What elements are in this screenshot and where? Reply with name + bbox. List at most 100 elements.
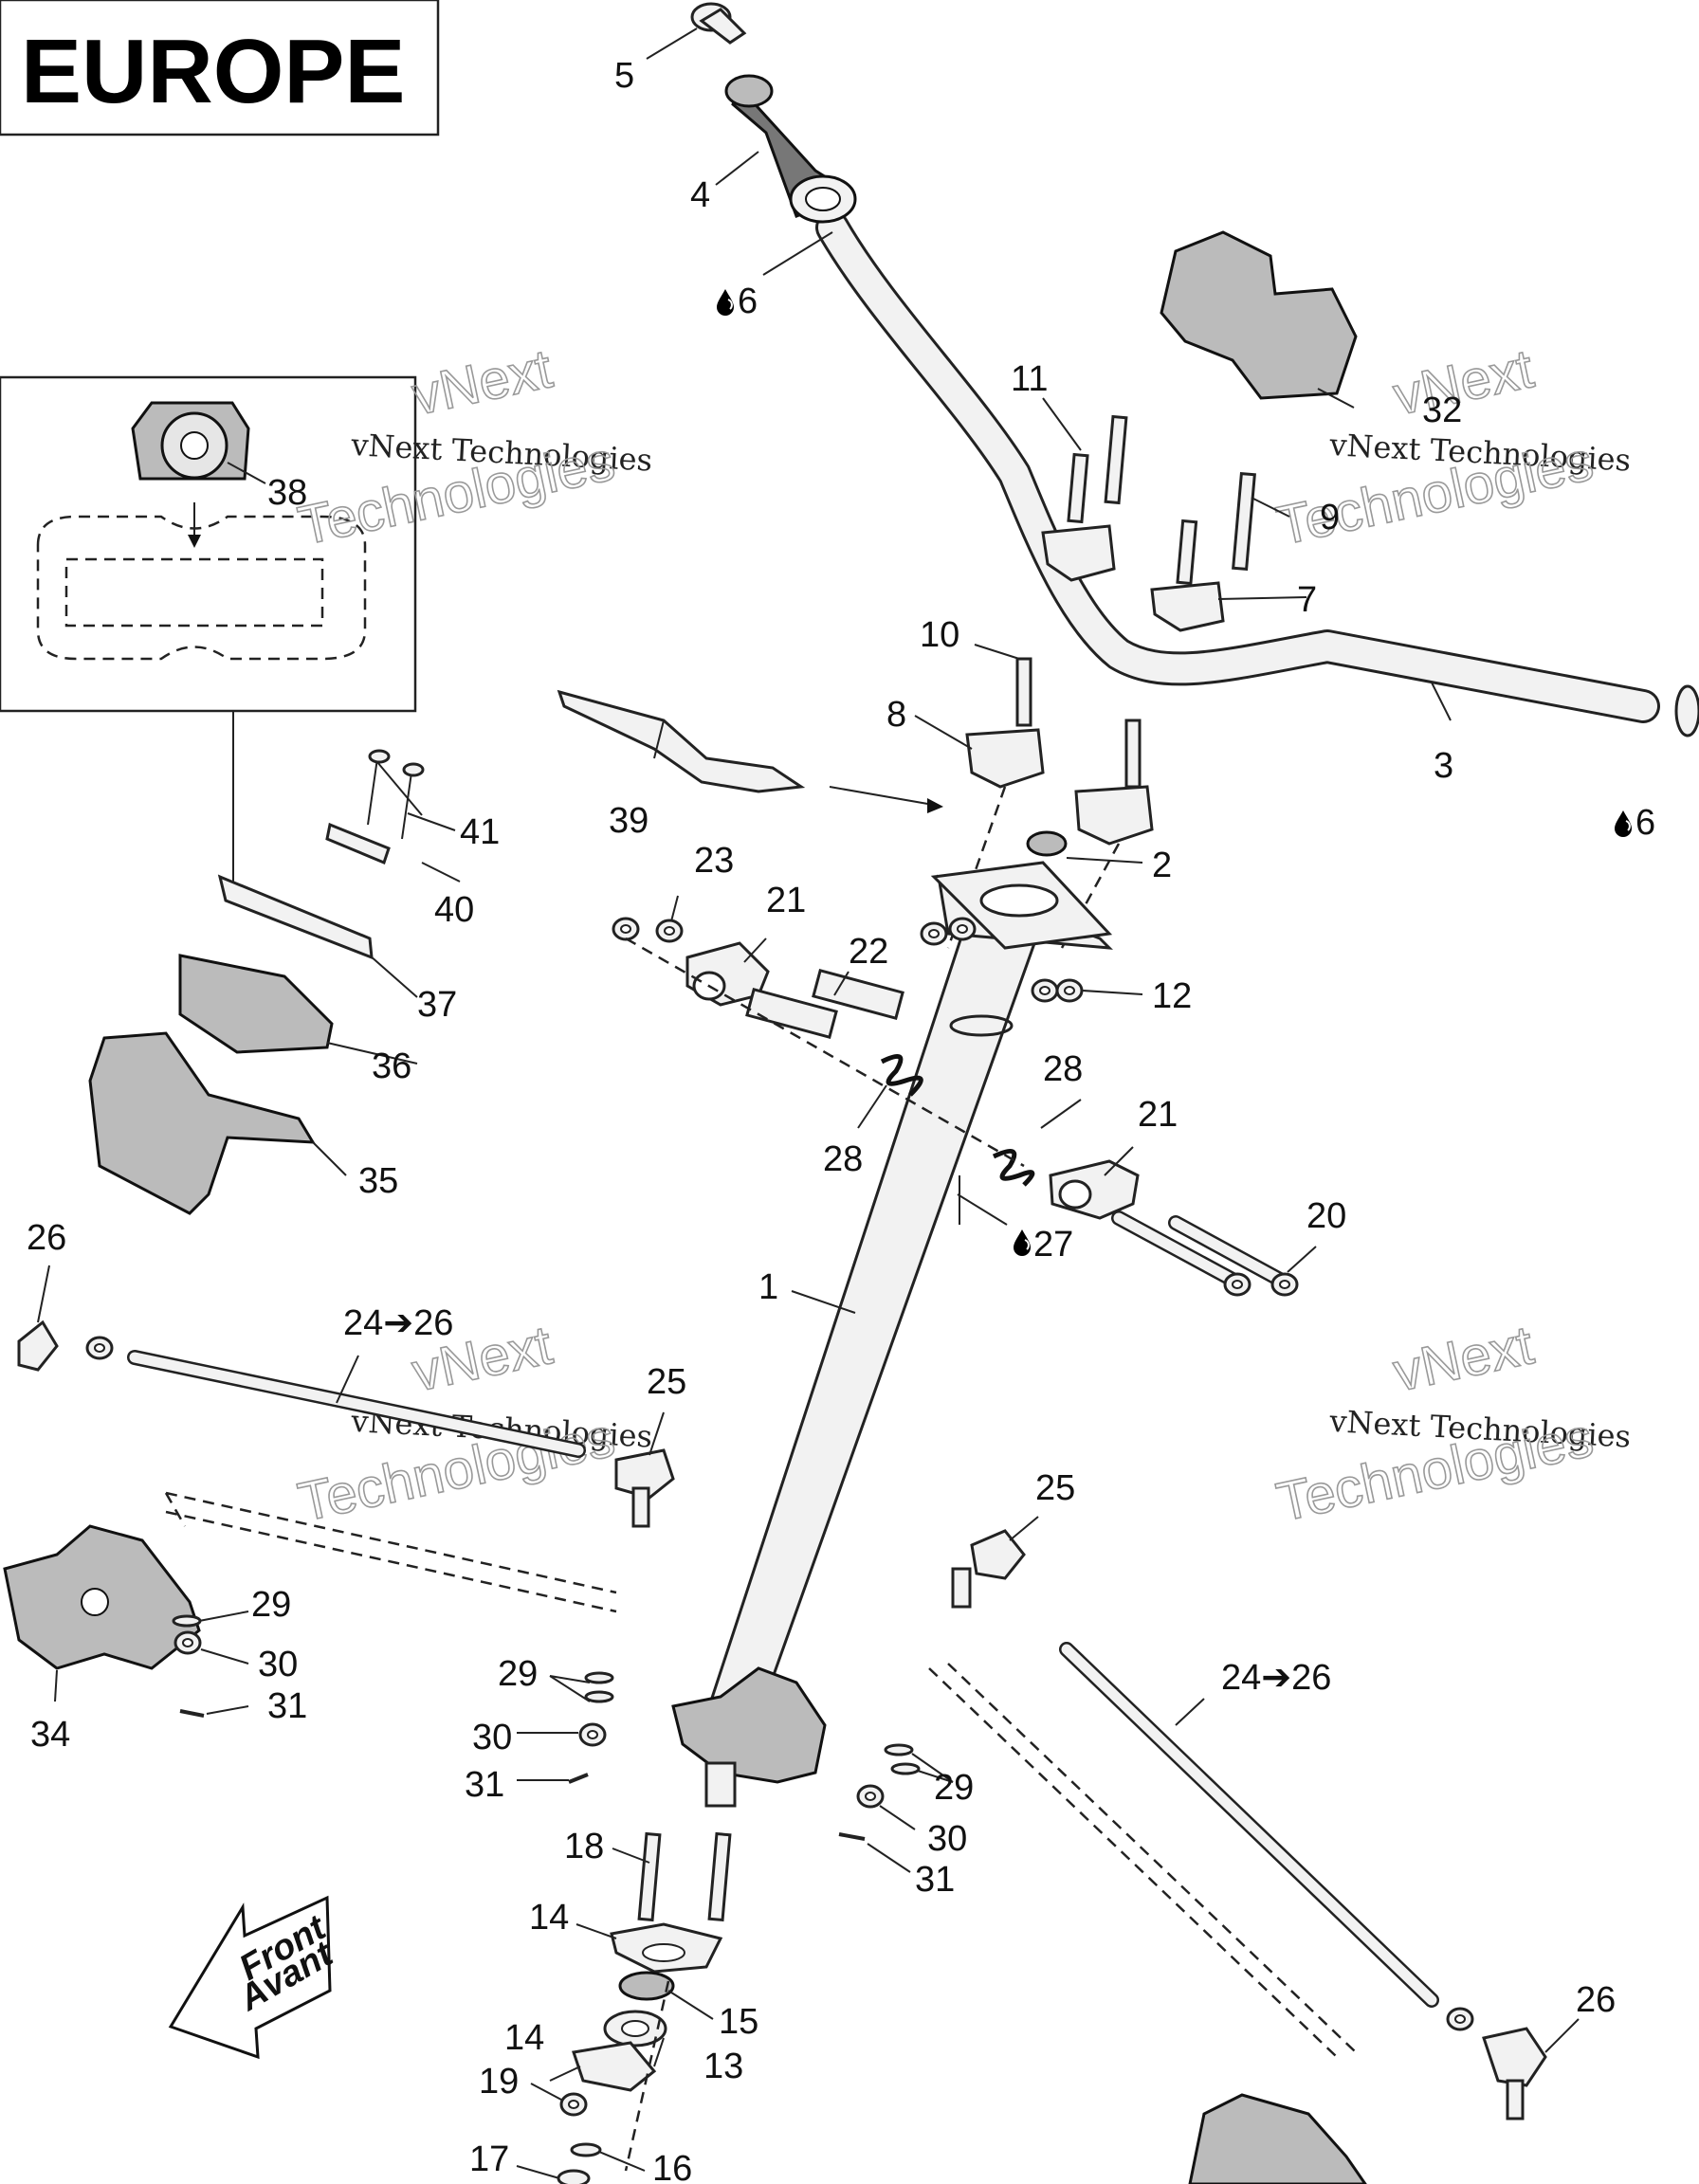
tie-rod-end-25b [970, 1529, 1026, 1580]
callout-27: 27 [1033, 1225, 1073, 1265]
callout-15: 15 [719, 2002, 758, 2042]
callout-40: 40 [434, 890, 474, 930]
callout-6b: 6 [1635, 803, 1655, 843]
column-ring [949, 1014, 1014, 1037]
callout-29c: 29 [934, 1768, 974, 1808]
callout-29a: 29 [251, 1585, 291, 1625]
callout-26a: 26 [27, 1218, 66, 1258]
upper-clamp-left [1041, 524, 1116, 582]
callout-2: 2 [1152, 846, 1172, 885]
screw-11-pair [1067, 414, 1128, 524]
callout-21a: 21 [766, 881, 806, 920]
svg-text:vNext: vNext [1388, 1314, 1539, 1403]
washer-16 [570, 2142, 602, 2157]
callout-23: 23 [694, 841, 734, 881]
steering-column [694, 918, 1046, 1746]
callout-31b: 31 [465, 1765, 504, 1805]
callout-41: 41 [460, 812, 500, 852]
callout-28a: 28 [1043, 1049, 1083, 1089]
screw-9-pair [1176, 471, 1256, 586]
bolt-18a [637, 1831, 662, 1922]
callout-26b: 26 [1576, 1980, 1616, 2020]
screw-41a [368, 749, 391, 764]
callout-6a: 6 [738, 282, 758, 321]
lubricant-drop-icon-27 [1013, 1228, 1032, 1257]
tie-rod-end-26b [1482, 2027, 1547, 2087]
bolt-10 [1015, 657, 1032, 727]
screw-41b [402, 762, 425, 777]
tie-rod-end-25a [614, 1448, 675, 1500]
grip-end-cap [690, 2, 747, 45]
callout-18: 18 [564, 1827, 604, 1866]
callout-24a: 24➔26 [343, 1303, 453, 1343]
callout-20: 20 [1306, 1196, 1346, 1236]
callout-31a: 31 [267, 1686, 307, 1726]
callout-30a: 30 [258, 1645, 298, 1684]
callout-9: 9 [1320, 498, 1340, 537]
gauge-inset-box [0, 375, 417, 899]
callout-10: 10 [920, 615, 959, 655]
grip [724, 74, 857, 224]
gauge-housing-36 [178, 954, 334, 1054]
callout-numbers: 5 4 6 11 32 9 7 10 8 3 6 2 12 39 23 21 2… [27, 56, 1655, 2184]
watermark-right-mid: vNext vNext Technologies Technologies [1270, 1314, 1632, 1535]
callout-31c: 31 [915, 1860, 955, 1900]
callout-1: 1 [758, 1267, 778, 1307]
gauge-outline-dashed [36, 515, 367, 661]
tie-rod-left [129, 1352, 584, 1456]
callout-38: 38 [267, 473, 307, 513]
spring-28b [992, 1148, 1035, 1187]
callout-37: 37 [417, 985, 457, 1025]
region-label: EUROPE [21, 21, 405, 122]
lubricant-drop-icon-6b [1614, 810, 1633, 838]
callout-5: 5 [614, 56, 634, 96]
callout-39: 39 [609, 801, 649, 841]
flange-14b [572, 2041, 657, 2092]
seal-15 [618, 1971, 675, 2001]
svg-text:vNext: vNext [1388, 337, 1539, 427]
upper-clamp-right [1150, 581, 1225, 632]
callout-34: 34 [30, 1715, 70, 1755]
handlebar-cover [1160, 230, 1358, 400]
callout-7: 7 [1297, 580, 1317, 620]
callout-3: 3 [1434, 746, 1453, 786]
tie-rod-right [1061, 1644, 1437, 2006]
callout-4: 4 [690, 175, 710, 215]
lower-clamp-left [965, 728, 1045, 789]
callout-13: 13 [703, 2047, 743, 2086]
callout-29b: 29 [498, 1654, 538, 1694]
cable-support [557, 689, 806, 793]
callout-14b: 14 [504, 2018, 544, 2058]
callout-21b: 21 [1138, 1095, 1178, 1135]
tie-rod-end-26a [17, 1320, 59, 1372]
callout-24b: 24➔26 [1221, 1658, 1331, 1698]
bracket-37 [217, 874, 374, 960]
callout-25a: 25 [647, 1362, 686, 1402]
lubricant-drop-icon-6a [716, 288, 735, 317]
spring-28a [880, 1053, 923, 1097]
callout-28b: 28 [823, 1139, 863, 1179]
handlebar-end-plug [1674, 684, 1699, 737]
callout-22: 22 [849, 932, 888, 972]
bolt-20b [1170, 1217, 1286, 1285]
plate-40 [325, 822, 391, 865]
spacer-22a [745, 987, 838, 1040]
callout-30b: 30 [472, 1718, 512, 1757]
nut-17 [557, 2169, 591, 2184]
callout-17: 17 [469, 2139, 509, 2179]
callout-35: 35 [358, 1161, 398, 1201]
bolt-18b [707, 1831, 732, 1922]
bolt-20a [1113, 1212, 1238, 1285]
callout-30c: 30 [927, 1819, 967, 1859]
callout-14a: 14 [529, 1898, 569, 1938]
callout-16: 16 [652, 2149, 692, 2184]
bolt-10b [1124, 719, 1142, 789]
steering-knuckle-right [1188, 2093, 1367, 2184]
callout-36: 36 [372, 1046, 411, 1086]
callout-32: 32 [1422, 391, 1462, 430]
svg-text:vNext: vNext [407, 337, 557, 427]
front-direction-arrow: Front Avant [168, 1895, 340, 2060]
callout-25b: 25 [1035, 1468, 1075, 1508]
leader-lines [37, 27, 1580, 2179]
